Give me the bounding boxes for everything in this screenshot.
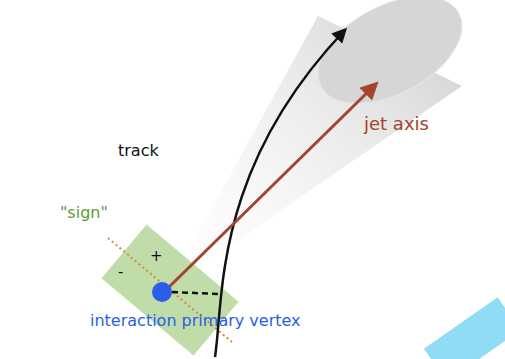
vertex-label: interaction primary vertex [90,312,301,330]
sign-label: "sign" [60,204,108,222]
jet-axis-arrow [168,84,376,288]
track-label: track [118,142,159,160]
corner-shape [424,297,505,359]
minus-sign: - [118,264,123,281]
jet-axis-label: jet axis [364,114,429,134]
primary-vertex [152,282,172,302]
cone-opening [300,0,479,125]
track-curve [215,30,345,357]
plus-sign: + [150,248,163,265]
impact-parameter [172,292,218,294]
